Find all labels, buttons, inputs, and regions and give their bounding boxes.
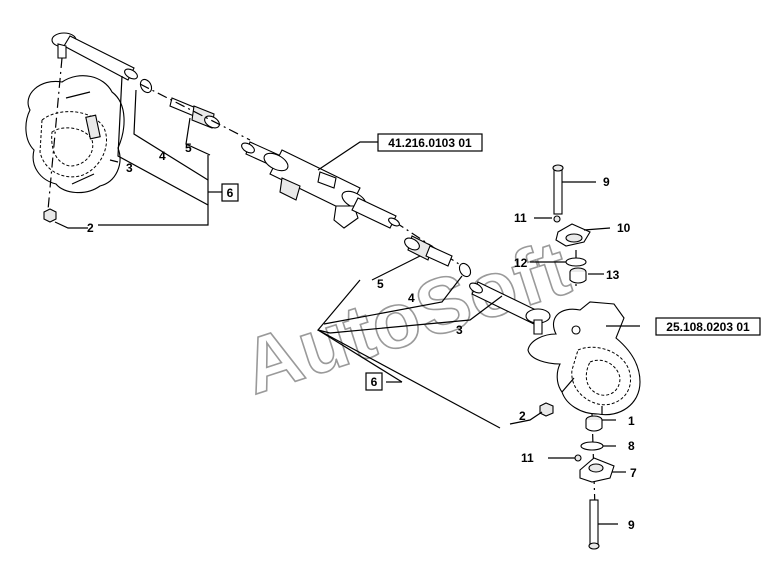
- left-washer-drawing: [139, 78, 153, 94]
- part-label-8: 8: [628, 439, 635, 453]
- part-label-13: 13: [606, 268, 620, 282]
- part-label-11-top: 11: [514, 211, 527, 225]
- left-tie-rod-drawing: [51, 32, 138, 81]
- part-label-9-bottom: 9: [628, 518, 635, 532]
- upper-shim-drawing: [565, 257, 587, 267]
- callout-knuckle-text: 25.108.0203 01: [666, 320, 750, 334]
- part-label-9-top: 9: [603, 175, 610, 189]
- callout-cylinder-text: 41.216.0103 01: [388, 136, 472, 150]
- part-label-5-mid: 5: [377, 277, 384, 291]
- upper-pin-drawing: [552, 164, 564, 215]
- part-label-4-mid: 4: [408, 291, 415, 305]
- part-label-11-bottom: 11: [521, 451, 534, 465]
- lower-pin-drawing: [588, 499, 600, 550]
- callout-assembly-left-text: 6: [227, 186, 234, 200]
- left-knuckle-drawing: [25, 75, 125, 194]
- part-label-2-right: 2: [519, 409, 526, 423]
- callout-assembly-left[interactable]: 6: [221, 183, 239, 202]
- upper-cap-drawing: [555, 223, 591, 247]
- part-label-2-left: 2: [87, 221, 94, 235]
- steering-cylinder-drawing: [241, 141, 400, 229]
- right-tie-rod-drawing: [469, 281, 551, 335]
- right-washer-drawing: [458, 262, 472, 278]
- callout-cylinder[interactable]: 41.216.0103 01: [377, 133, 483, 152]
- leader-lines: [54, 75, 640, 525]
- part-label-7: 7: [630, 466, 637, 480]
- right-nut-drawing: [539, 402, 554, 417]
- part-label-3-mid: 3: [456, 323, 463, 337]
- callout-assembly-right-text: 6: [371, 375, 378, 389]
- part-label-3-left: 3: [126, 161, 133, 175]
- part-label-5-left: 5: [185, 141, 192, 155]
- part-label-1: 1: [628, 414, 635, 428]
- part-label-4-left: 4: [159, 149, 166, 163]
- lower-grease-fitting-drawing: [574, 454, 582, 462]
- center-axis-left: [139, 83, 251, 141]
- upper-grease-fitting-drawing: [553, 215, 561, 223]
- right-inner-joint-drawing: [404, 235, 453, 267]
- callout-knuckle[interactable]: 25.108.0203 01: [655, 317, 761, 336]
- left-axis-line: [47, 57, 63, 211]
- lower-cap-drawing: [579, 457, 615, 483]
- lower-bearing-drawing: [585, 415, 603, 432]
- part-label-12: 12: [514, 256, 528, 270]
- upper-bearing-drawing: [569, 267, 587, 284]
- part-label-10: 10: [617, 221, 631, 235]
- right-knuckle-drawing: [527, 301, 641, 416]
- callout-assembly-right[interactable]: 6: [365, 372, 383, 391]
- lower-shim-drawing: [580, 441, 604, 451]
- left-nut-drawing: [43, 208, 57, 223]
